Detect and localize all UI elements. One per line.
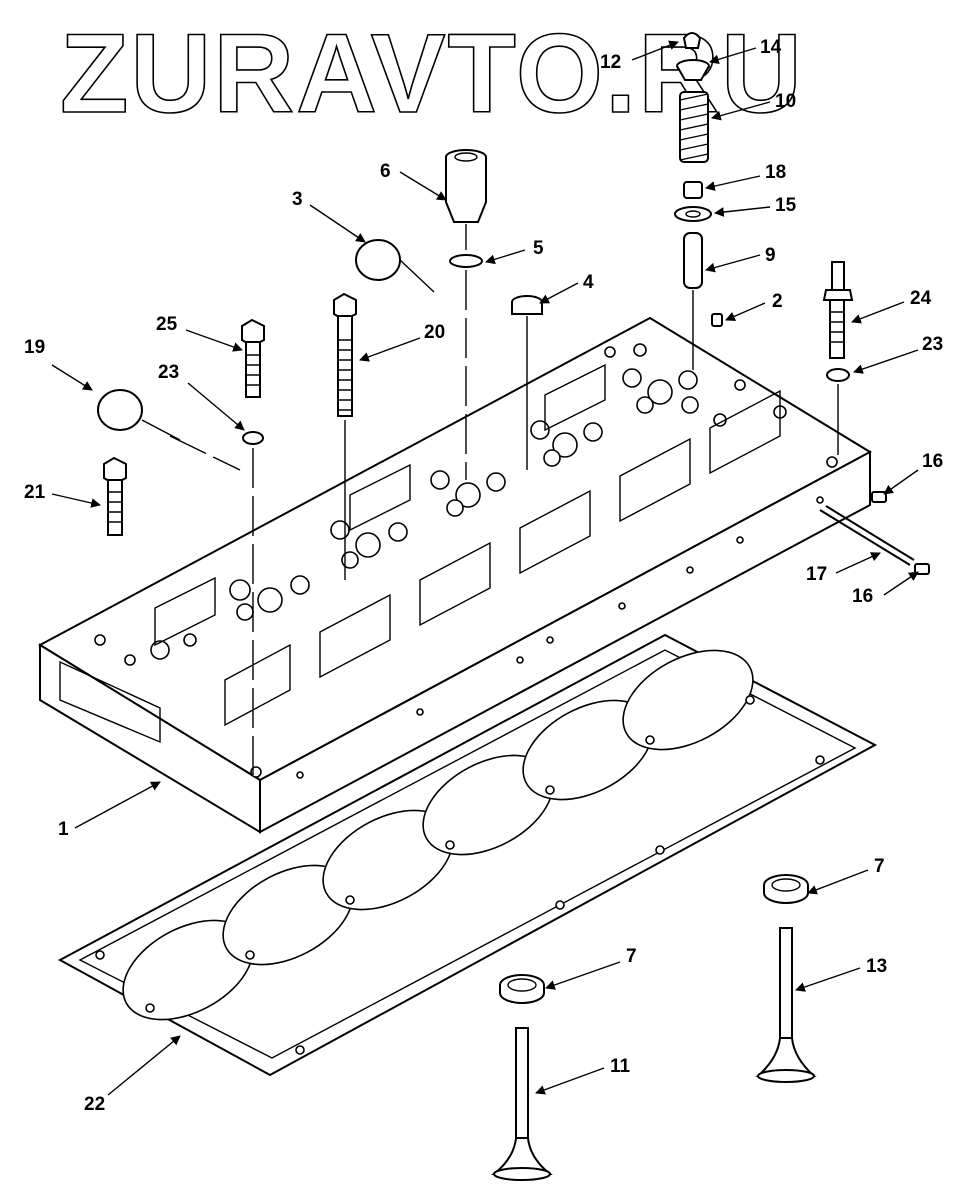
valve-11: [491, 1027, 553, 1181]
callout-24: 24: [910, 288, 932, 309]
valve-13: [755, 927, 817, 1083]
bolt-25: [241, 318, 265, 398]
expansion-plug-3: [355, 239, 435, 293]
valve-spring: [679, 91, 709, 163]
callout-16-lower: 16: [852, 586, 873, 607]
stud-24: [822, 261, 854, 359]
callout-5: 5: [533, 238, 544, 259]
o-ring: [449, 254, 483, 268]
callout-3: 3: [292, 189, 303, 210]
callout-23-right: 23: [922, 334, 943, 355]
tube-17: [819, 505, 915, 566]
callout-7-lower: 7: [626, 946, 637, 967]
callout-2: 2: [772, 291, 783, 312]
head-bolt-long: [333, 292, 357, 580]
callout-1: 1: [58, 819, 69, 840]
callout-18: 18: [765, 162, 786, 183]
callout-10: 10: [775, 91, 796, 112]
washer-23-right: [826, 368, 850, 382]
sleeve-4: [511, 295, 543, 470]
watermark-text: ZURAVTO.RU: [60, 11, 804, 136]
bolt-21: [103, 456, 127, 536]
callout-17: 17: [806, 564, 827, 585]
callout-11: 11: [610, 1056, 631, 1077]
callout-16-upper: 16: [922, 451, 943, 472]
callout-9: 9: [765, 245, 776, 266]
valve-seat-7-left: [499, 974, 545, 1004]
valve-spring-stack: [674, 32, 723, 370]
washer-23-left: [242, 431, 264, 445]
callout-13: 13: [866, 956, 887, 977]
head-gasket: [57, 633, 878, 1077]
callout-19: 19: [24, 337, 45, 358]
valve-seat-7-right: [763, 874, 809, 904]
callout-12: 12: [600, 52, 621, 73]
callout-21: 21: [24, 482, 46, 503]
leader-lines: [51, 40, 919, 1096]
callout-14: 14: [760, 37, 782, 58]
callout-15: 15: [775, 195, 797, 216]
callout-25: 25: [156, 314, 178, 335]
callout-6: 6: [380, 161, 391, 182]
callout-22: 22: [84, 1094, 105, 1115]
callout-20: 20: [424, 322, 445, 343]
rocker-pockets: [154, 363, 781, 727]
injector-sleeve: [445, 149, 487, 250]
callout-23-left: 23: [158, 362, 179, 383]
plug-16-upper: [871, 491, 887, 503]
callout-4: 4: [583, 272, 594, 293]
expansion-plug-19: [97, 389, 241, 471]
callout-7-upper: 7: [874, 856, 885, 877]
cylinder-head: [37, 316, 873, 834]
callout-labels: 1 2 3 4 5 6 7 7 9 10 11 12 13 14 15 16 1…: [24, 37, 943, 1115]
